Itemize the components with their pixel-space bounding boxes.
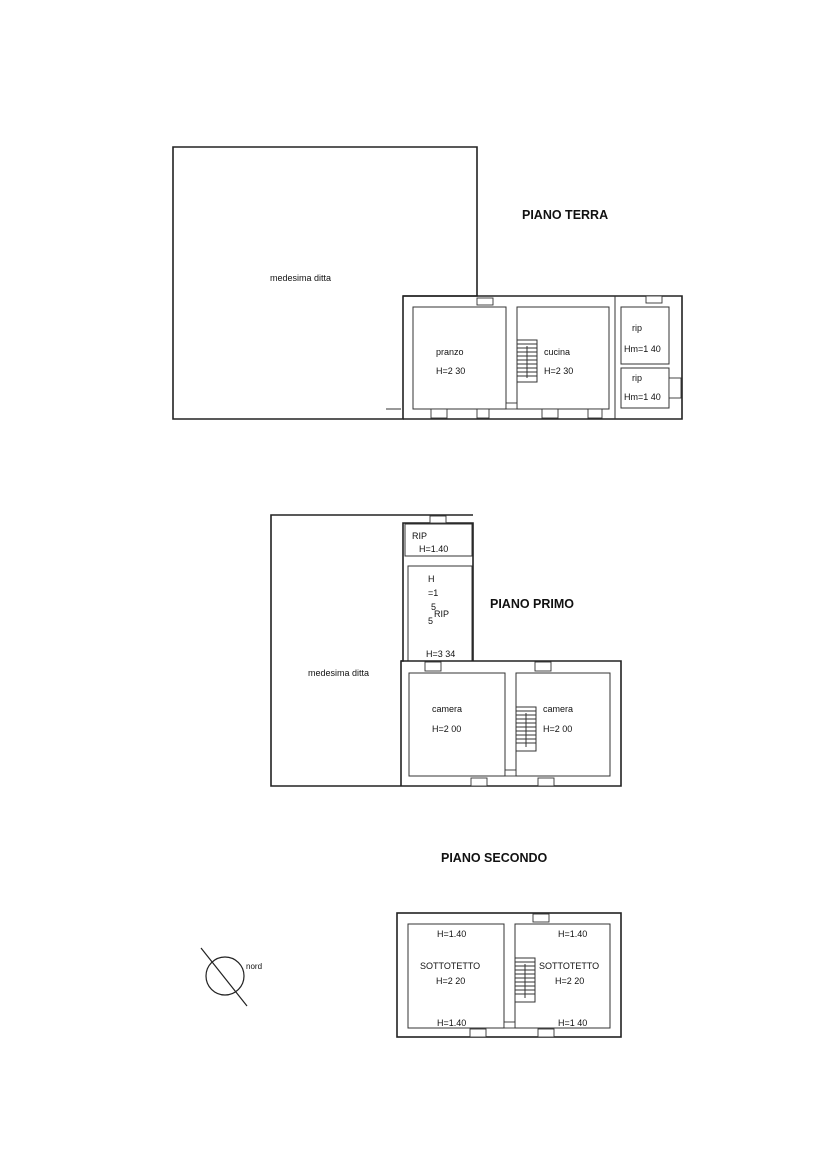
rip2-height: Hm=1 40	[624, 392, 661, 402]
first-window	[470, 777, 488, 787]
second-building-outer	[396, 912, 622, 1038]
camera2-height: H=2 00	[543, 724, 572, 734]
room-rip-2	[620, 367, 670, 409]
ground-window	[668, 377, 682, 399]
sottotetto1-height-top: H=1.40	[437, 929, 466, 939]
ground-window	[541, 408, 559, 419]
ground-stairs	[516, 339, 538, 383]
pranzo-name: pranzo	[436, 347, 464, 357]
room-rip-small	[404, 523, 473, 557]
second-window	[537, 1028, 555, 1038]
camera1-name: camera	[432, 704, 462, 714]
sottotetto2-height-top: H=1.40	[558, 929, 587, 939]
sottotetto1-height-mid: H=2 20	[436, 976, 465, 986]
first-window	[537, 777, 555, 787]
room-sottotetto-1	[407, 923, 505, 1029]
first-window	[429, 515, 447, 524]
cucina-height: H=2 30	[544, 366, 573, 376]
first-window	[424, 661, 442, 672]
rip1-height: Hm=1 40	[624, 344, 661, 354]
ground-window	[430, 408, 448, 419]
first-stairs	[515, 706, 537, 752]
first-door	[504, 769, 517, 777]
sottotetto1-name: SOTTOTETTO	[420, 961, 480, 971]
rip-small-name: RIP	[412, 531, 427, 541]
rip-tall-vchar-3: 5	[431, 602, 436, 612]
first-building-outer	[401, 660, 622, 787]
rip2-name: rip	[632, 373, 642, 383]
ground-floor: PIANO TERRA medesima ditta	[172, 146, 683, 420]
rip1-name: rip	[632, 323, 642, 333]
rip-tall-vchar-4: 5	[428, 616, 433, 626]
sottotetto2-name: SOTTOTETTO	[539, 961, 599, 971]
first-floor-title: PIANO PRIMO	[490, 597, 574, 611]
sottotetto2-height-mid: H=2 20	[555, 976, 584, 986]
camera2-name: camera	[543, 704, 573, 714]
ground-window	[476, 408, 490, 419]
first-neighbor-outline	[270, 514, 473, 787]
rip-tall-vchar-2: =1	[428, 588, 438, 598]
ground-window	[476, 297, 494, 306]
room-pranzo	[412, 306, 507, 410]
rip-tall-height: H=3 34	[426, 649, 455, 659]
rip-tall-vchar-1: H	[428, 574, 435, 584]
rip-tall-name: RIP	[434, 609, 449, 619]
ground-neighbor-label: medesima ditta	[270, 273, 331, 283]
first-floor: PIANO PRIMO medesima ditta	[270, 514, 622, 787]
ground-neighbor-outline	[172, 146, 478, 420]
second-stairs	[514, 957, 536, 1003]
ground-door	[505, 402, 518, 410]
ground-window	[645, 295, 663, 304]
sottotetto1-height-bottom: H=1.40	[437, 1018, 466, 1028]
camera1-height: H=2 00	[432, 724, 461, 734]
first-rip-column	[400, 522, 474, 786]
room-cucina	[516, 306, 610, 410]
second-door	[503, 1021, 516, 1029]
ground-building-outer	[403, 295, 683, 420]
ground-window	[587, 408, 603, 419]
ground-floor-title: PIANO TERRA	[522, 208, 608, 222]
second-floor-title: PIANO SECONDO	[441, 851, 548, 865]
pranzo-height: H=2 30	[436, 366, 465, 376]
sottotetto2-height-bottom: H=1 40	[558, 1018, 587, 1028]
room-rip-1	[620, 306, 670, 365]
cucina-name: cucina	[544, 347, 570, 357]
first-window	[534, 661, 552, 672]
second-window	[469, 1028, 487, 1038]
room-camera-1	[408, 672, 506, 777]
north-compass-icon: nord	[200, 947, 262, 1007]
rip-small-height: H=1.40	[419, 544, 448, 554]
first-neighbor-label: medesima ditta	[308, 668, 369, 678]
compass-label: nord	[246, 962, 262, 971]
second-floor: PIANO SECONDO H=1.40 SOTTOTETTO H=2 20 H…	[396, 851, 622, 1038]
second-window	[532, 913, 550, 923]
